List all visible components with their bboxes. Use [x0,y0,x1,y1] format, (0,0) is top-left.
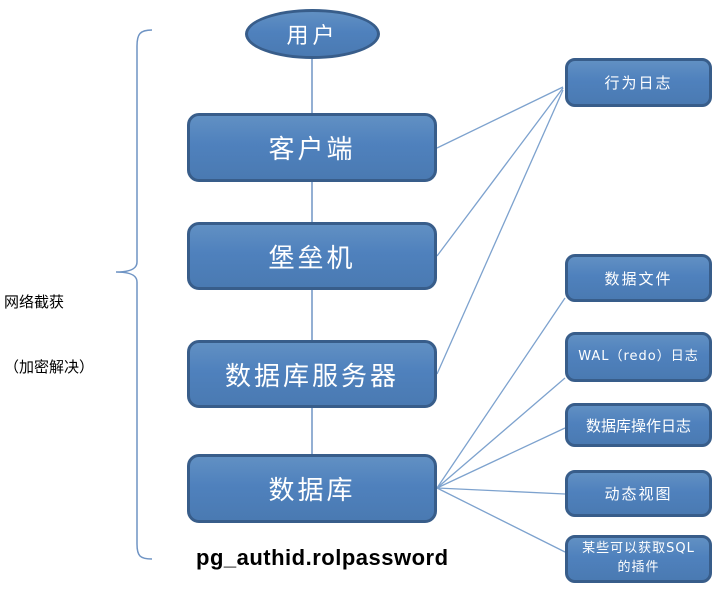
node-data-file: 数据文件 [565,254,712,302]
node-dynamic-view: 动态视图 [565,470,712,517]
node-behavior-log-label: 行为日志 [604,74,673,92]
node-bastion-label: 堡垒机 [268,243,356,274]
node-user-label: 用户 [286,24,339,49]
behavior-log-connectors [436,86,564,375]
node-database-label: 数据库 [268,476,356,506]
node-db-op-log-label: 数据库操作日志 [585,416,691,435]
node-user: 用户 [245,9,380,59]
brace-annotation: 网络截获 （加密解决） [4,248,94,422]
node-wal-log-label: WAL（redo）日志 [578,348,699,364]
brace-annotation-line2: （加密解决） [4,357,95,376]
node-bastion: 堡垒机 [187,222,437,290]
node-behavior-log: 行为日志 [565,58,712,107]
node-db-op-log: 数据库操作日志 [565,403,712,447]
node-sql-plugin: 某些可以获取SQL的插件 [565,535,712,583]
node-wal-log: WAL（redo）日志 [565,332,712,382]
footer-caption: pg_authid.rolpassword [196,545,449,570]
database-fanout-connectors [436,297,566,553]
node-dynamic-view-label: 动态视图 [604,485,673,503]
node-client-label: 客户端 [268,135,356,165]
node-db-server: 数据库服务器 [187,340,437,408]
node-data-file-label: 数据文件 [604,269,673,288]
node-db-server-label: 数据库服务器 [224,361,399,392]
brace-annotation-line1: 网络截获 [4,292,65,311]
left-brace [115,29,153,560]
node-database: 数据库 [187,454,437,523]
node-client: 客户端 [187,113,437,182]
node-sql-plugin-label: 某些可以获取SQL的插件 [582,541,695,575]
